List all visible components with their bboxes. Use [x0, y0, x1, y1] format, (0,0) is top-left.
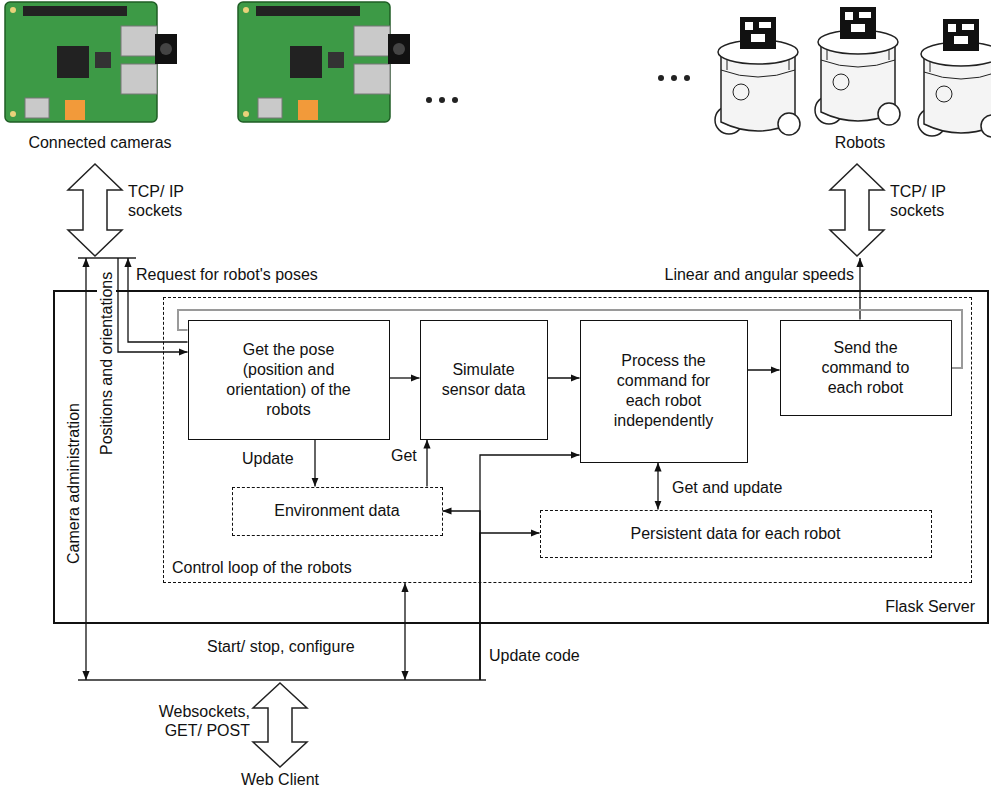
client-group: Web Client [60, 680, 500, 795]
edge-label: Positions and orientations [97, 270, 116, 457]
edge-label: Start/ stop, configure [205, 637, 357, 656]
node-text: Web Client [241, 770, 319, 790]
camera-board [5, 2, 177, 122]
data-store: Environment data [232, 487, 443, 536]
connector [748, 369, 780, 370]
robot-figure [918, 19, 991, 137]
node-text: Get the pose (position and orientation) … [221, 340, 356, 420]
node-text: Persistent data for each robot [631, 524, 841, 544]
loop-region: Control loop of the robots Get the pose (… [163, 297, 972, 583]
ellipsis-dots [426, 75, 690, 103]
robot-group: Robots [760, 0, 960, 258]
process-box: Get the pose (position and orientation) … [188, 320, 390, 440]
robot-figure [815, 7, 900, 125]
edge-label: Request for robot's poses [134, 265, 320, 284]
node-text: Control loop of the robots [172, 558, 352, 578]
data-store: Persistent data for each robot [540, 510, 932, 558]
connector [85, 258, 86, 680]
process-box: Simulate sensor data [420, 320, 548, 440]
connector [443, 511, 481, 680]
connector [426, 440, 427, 487]
node-text: Robots [835, 133, 886, 153]
edge-label: Camera administration [64, 401, 83, 566]
protocol-label: Websockets, GET/ POST [140, 702, 252, 740]
double-arrow [253, 683, 307, 767]
connector [657, 463, 658, 510]
camera-group: Connected cameras [0, 0, 200, 258]
edge-label: Update code [487, 646, 582, 665]
process-box: Process the command for each robot indep… [580, 320, 748, 463]
bus-line [78, 679, 486, 681]
node-text: Process the command for each robot indep… [601, 351, 727, 431]
bus-line [78, 257, 136, 259]
process-box: Send the command to each robot [780, 320, 952, 416]
connector [548, 377, 580, 378]
node-text: Connected cameras [28, 133, 171, 153]
connector [404, 583, 405, 680]
connector [390, 377, 420, 378]
robot-figure [715, 17, 800, 135]
connector [314, 440, 315, 487]
node-text: Simulate sensor data [438, 360, 530, 400]
server-box: Flask Server Control loop of the robots Ge… [53, 290, 989, 624]
edge-label: Update [240, 449, 296, 468]
double-arrow [830, 164, 884, 256]
edge-label: Get [389, 446, 419, 465]
node-text: Flask Server [885, 597, 975, 617]
edge-label: Get and update [670, 478, 784, 497]
camera-board [238, 2, 410, 122]
double-arrow [68, 164, 122, 256]
node-text: Environment data [274, 501, 399, 521]
protocol-label: TCP/ IP sockets [888, 182, 972, 220]
node-text: Send the command to each robot [810, 338, 922, 398]
edge-label: Linear and angular speeds [642, 265, 856, 284]
protocol-label: TCP/ IP sockets [126, 182, 205, 220]
